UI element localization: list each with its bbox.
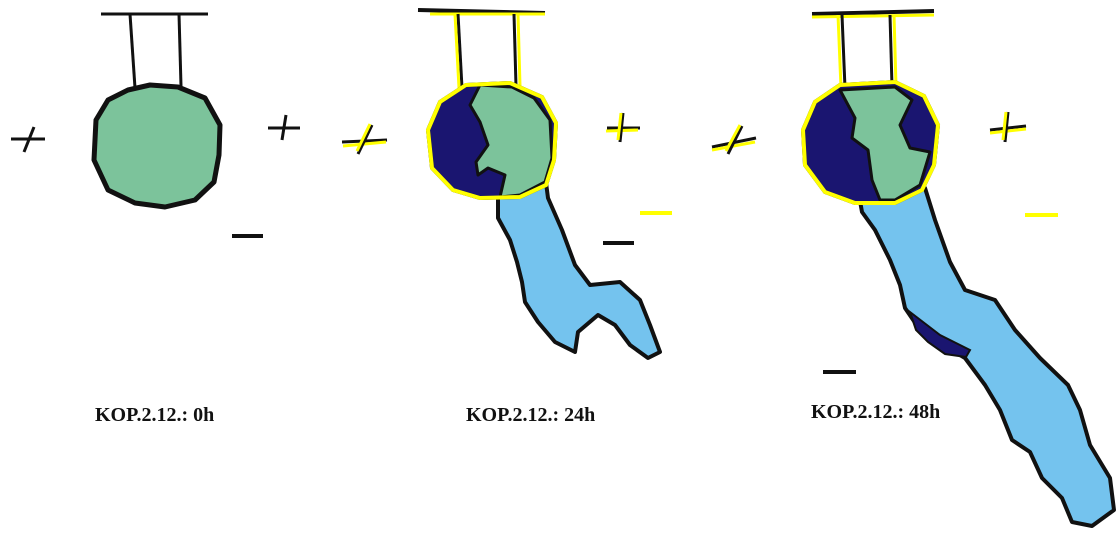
plus-sign-right xyxy=(605,112,640,143)
plus-sign-left xyxy=(341,123,388,155)
electrode-holder xyxy=(101,12,208,89)
plus-sign-left xyxy=(711,124,757,155)
panel-caption: KOP.2.12.: 48h xyxy=(811,401,940,423)
plus-sign-right xyxy=(989,111,1027,143)
panel-48h: KOP.2.12.: 48h xyxy=(711,9,1116,528)
migrating-stream xyxy=(496,173,662,360)
stream-dark-patch xyxy=(908,309,972,359)
panel-24h: KOP.2.12.: 24h xyxy=(341,8,672,426)
plus-sign-left xyxy=(11,126,45,153)
droplet-green-region xyxy=(468,83,554,199)
migrating-stream xyxy=(856,186,1116,528)
droplet-outline-highlight xyxy=(800,79,941,205)
plus-sign-right xyxy=(268,114,300,141)
electrode-holder xyxy=(417,8,546,89)
electrode-holder xyxy=(811,9,935,89)
panel-0h: KOP.2.12.: 0h xyxy=(11,12,300,426)
green-droplet xyxy=(91,82,223,210)
droplet-green-region xyxy=(838,85,932,202)
panel-caption: KOP.2.12.: 24h xyxy=(466,404,595,426)
panel-caption: KOP.2.12.: 0h xyxy=(95,404,214,426)
droplet-outline-highlight xyxy=(425,80,559,201)
